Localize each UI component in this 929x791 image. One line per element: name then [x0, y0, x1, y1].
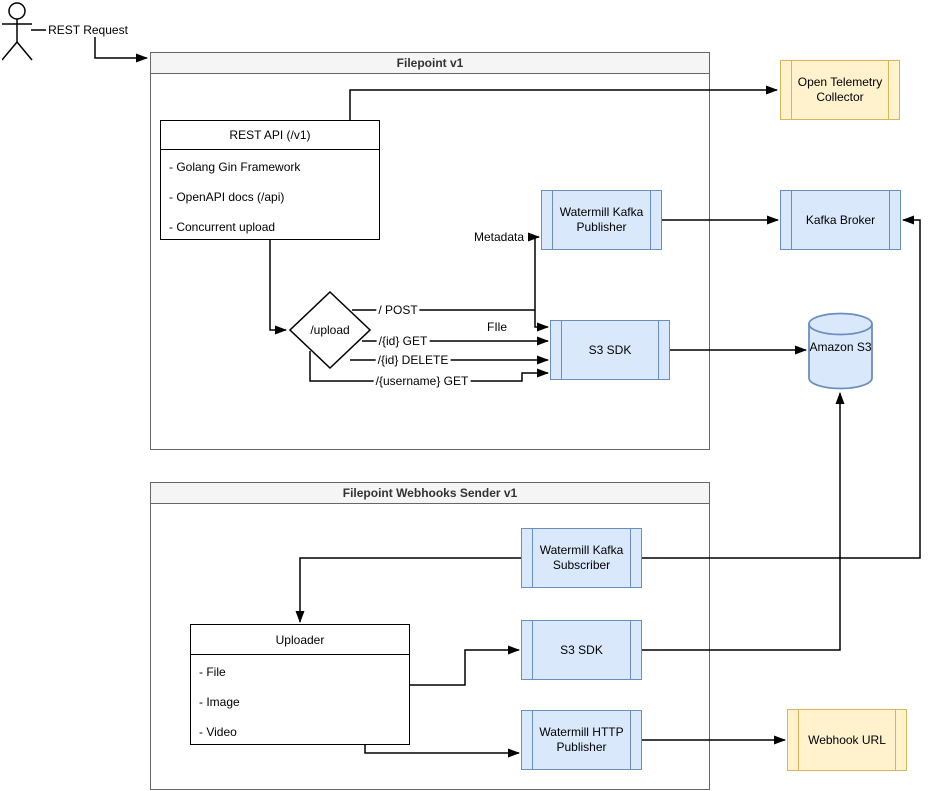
edge-uploader-to-s3sdk-bottom	[410, 645, 520, 686]
container-filepoint-title: Filepoint v1	[151, 53, 709, 74]
process-stripe	[889, 191, 890, 249]
node-amazon-s3-label: Amazon S3	[809, 340, 872, 354]
process-stripe	[532, 529, 533, 587]
edge-label-id-delete: /{id} DELETE	[375, 353, 451, 367]
container-filepoint: Filepoint v1	[150, 52, 710, 450]
edge-subscriber-to-uploader	[295, 557, 521, 623]
node-upload-route: /upload	[288, 290, 372, 370]
rest-api-item: - OpenAPI docs (/api)	[169, 190, 285, 204]
node-watermill-http-publisher-label: Watermill HTTP Publisher	[539, 725, 624, 754]
edge-upload-usernameget-to-s3sdk	[309, 351, 549, 382]
uploader-item: - Image	[199, 695, 240, 709]
edge-restapi-to-otel	[349, 85, 778, 120]
node-s3-sdk-top-label: S3 SDK	[588, 342, 632, 357]
process-stripe	[630, 621, 631, 679]
edge-uploader-to-httppublisher	[364, 745, 520, 758]
process-stripe	[658, 321, 659, 379]
uploader-item: - File	[199, 665, 226, 679]
edge-label-post: / POST	[376, 303, 420, 317]
node-open-telemetry-collector-label: Open Telemetry Collector	[797, 75, 883, 104]
process-stripe	[532, 621, 533, 679]
node-amazon-s3: Amazon S3	[808, 312, 873, 390]
node-open-telemetry-collector: Open Telemetry Collector	[780, 60, 900, 120]
node-s3-sdk-bottom: S3 SDK	[521, 620, 642, 680]
rest-api-item: - Concurrent upload	[169, 220, 276, 234]
container-webhooks-sender: Filepoint Webhooks Sender v1	[150, 482, 710, 790]
node-rest-api: REST API (/v1) - Golang Gin Framework - …	[160, 120, 380, 240]
node-watermill-kafka-publisher: Watermill Kafka Publisher	[541, 190, 662, 250]
edge-label-rest-request: REST Request	[46, 23, 130, 37]
process-stripe	[552, 191, 553, 249]
node-s3-sdk-bottom-label: S3 SDK	[560, 642, 603, 657]
node-watermill-kafka-subscriber: Watermill Kafka Subscriber	[521, 528, 642, 588]
node-uploader-title: Uploader	[191, 625, 409, 655]
node-webhook-url: Webhook URL	[787, 709, 907, 771]
node-kafka-broker: Kafka Broker	[780, 190, 901, 250]
container-webhooks-sender-title: Filepoint Webhooks Sender v1	[151, 483, 709, 504]
process-stripe	[895, 710, 896, 770]
edge-subscriber-to-kafkabroker	[642, 215, 921, 559]
node-rest-api-title: REST API (/v1)	[161, 121, 379, 150]
rest-api-item: - Golang Gin Framework	[169, 160, 301, 174]
process-stripe	[791, 61, 792, 119]
process-stripe	[888, 61, 889, 119]
process-stripe	[532, 711, 533, 769]
edge-label-username-get: /{username} GET	[373, 374, 471, 388]
actor-icon	[1, 2, 40, 64]
process-stripe	[650, 191, 651, 249]
edge-label-file: FIle	[484, 320, 510, 334]
edge-post-metadata-to-publisher	[528, 232, 540, 310]
process-stripe	[630, 711, 631, 769]
node-uploader: Uploader - File - Image - Video	[190, 624, 410, 745]
node-s3-sdk-top: S3 SDK	[550, 320, 670, 380]
node-kafka-broker-label: Kafka Broker	[805, 212, 876, 227]
node-watermill-kafka-publisher-label: Watermill Kafka Publisher	[559, 205, 644, 234]
process-stripe	[630, 529, 631, 587]
uploader-item: - Video	[199, 725, 237, 739]
edge-s3sdk-bottom-to-amazons3	[642, 392, 845, 651]
node-webhook-url-label: Webhook URL	[808, 732, 886, 747]
node-watermill-http-publisher: Watermill HTTP Publisher	[521, 710, 642, 770]
edge-post-file-to-s3sdk	[534, 310, 549, 332]
node-watermill-kafka-subscriber-label: Watermill Kafka Subscriber	[539, 543, 624, 572]
process-stripe	[798, 710, 799, 770]
process-stripe	[561, 321, 562, 379]
edge-restapi-to-upload	[269, 240, 287, 335]
node-upload-route-label: /upload	[310, 323, 350, 337]
process-stripe	[791, 191, 792, 249]
edge-label-metadata: Metadata	[471, 230, 527, 244]
edge-label-id-get: /{id} GET	[376, 334, 430, 348]
